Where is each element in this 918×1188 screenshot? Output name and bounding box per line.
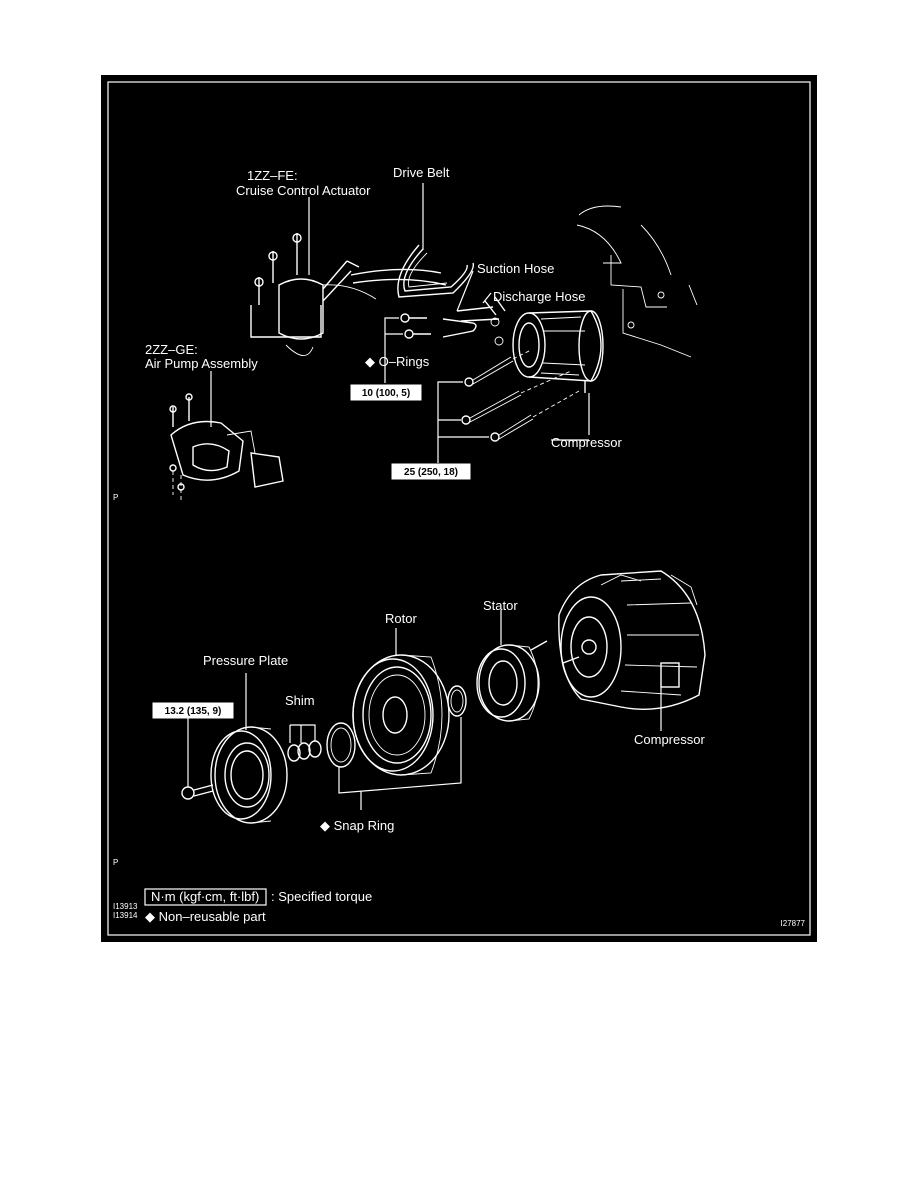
p-marker-bottom: P	[113, 858, 118, 867]
shim-label: Shim	[285, 693, 315, 708]
legend-torque-units: N·m (kgf·cm, ft·lbf)	[151, 889, 259, 904]
air-pump-assembly-drawing	[169, 393, 284, 501]
air-pump-label: Air Pump Assembly	[145, 356, 258, 371]
pressure-plate-drawing	[210, 726, 288, 824]
figure-code-3: I27877	[781, 919, 806, 928]
drive-belt-drawing	[397, 244, 475, 298]
p-marker-top: P	[113, 493, 118, 502]
torque-25-bracket	[437, 381, 463, 463]
snap-ring-bracket	[338, 717, 462, 794]
pressure-plate-label: Pressure Plate	[203, 653, 288, 668]
snap-ring-label: ◆ Snap Ring	[320, 818, 394, 833]
rotor-drawing	[352, 654, 450, 776]
bottom-compressor-label: Compressor	[634, 732, 705, 747]
torque-value-10: 10 (100, 5)	[362, 388, 410, 399]
component-diagram: 10 (100, 5) 25 (250, 18) 1ZZ–FE: Cruise …	[101, 75, 817, 942]
torque-value-13: 13.2 (135, 9)	[165, 706, 222, 717]
rotor-label: Rotor	[385, 611, 417, 626]
diagram-background	[101, 75, 817, 942]
o-rings-label: ◆ O–Rings	[365, 354, 430, 369]
discharge-hose-leader	[482, 292, 492, 304]
top-compressor-label: Compressor	[551, 435, 622, 450]
diagram-border	[107, 81, 811, 936]
cruise-control-actuator-drawing	[250, 233, 447, 356]
legend-torque-text: : Specified torque	[271, 889, 372, 904]
stator-label: Stator	[483, 598, 518, 613]
top-compressor-drawing	[512, 310, 604, 393]
figure-code-1: I13913	[113, 902, 138, 911]
compressor-bolts	[461, 349, 580, 442]
hose-bolts	[400, 313, 431, 339]
shim-bracket	[289, 724, 316, 743]
legend-torque-box	[144, 888, 267, 906]
torque-box-13	[152, 702, 234, 719]
torque-10-bracket	[384, 317, 399, 383]
suction-hose-leader	[456, 270, 474, 312]
air-pump-engine-label: 2ZZ–GE:	[145, 342, 198, 357]
cruise-engine-label: 1ZZ–FE:	[247, 168, 298, 183]
discharge-hose-label: Discharge Hose	[493, 289, 586, 304]
diagram-canvas: 10 (100, 5) 25 (250, 18) 1ZZ–FE: Cruise …	[101, 75, 817, 942]
torque-value-25: 25 (250, 18)	[404, 467, 458, 478]
suction-hose-label: Suction Hose	[477, 261, 554, 276]
snap-ring-right-drawing	[447, 685, 467, 717]
hoses-drawing	[442, 296, 506, 346]
snap-ring-left-drawing	[326, 722, 356, 768]
torque-box-25	[391, 463, 471, 480]
cruise-actuator-label: Cruise Control Actuator	[236, 183, 371, 198]
drive-belt-label: Drive Belt	[393, 165, 450, 180]
stator-drawing	[476, 640, 548, 722]
torque-box-10	[350, 384, 422, 401]
bottom-compressor-drawing	[558, 570, 706, 710]
engine-block-drawing	[576, 205, 698, 358]
figure-code-2: I13914	[113, 911, 138, 920]
legend-nonreuse-text: ◆ Non–reusable part	[145, 909, 266, 924]
